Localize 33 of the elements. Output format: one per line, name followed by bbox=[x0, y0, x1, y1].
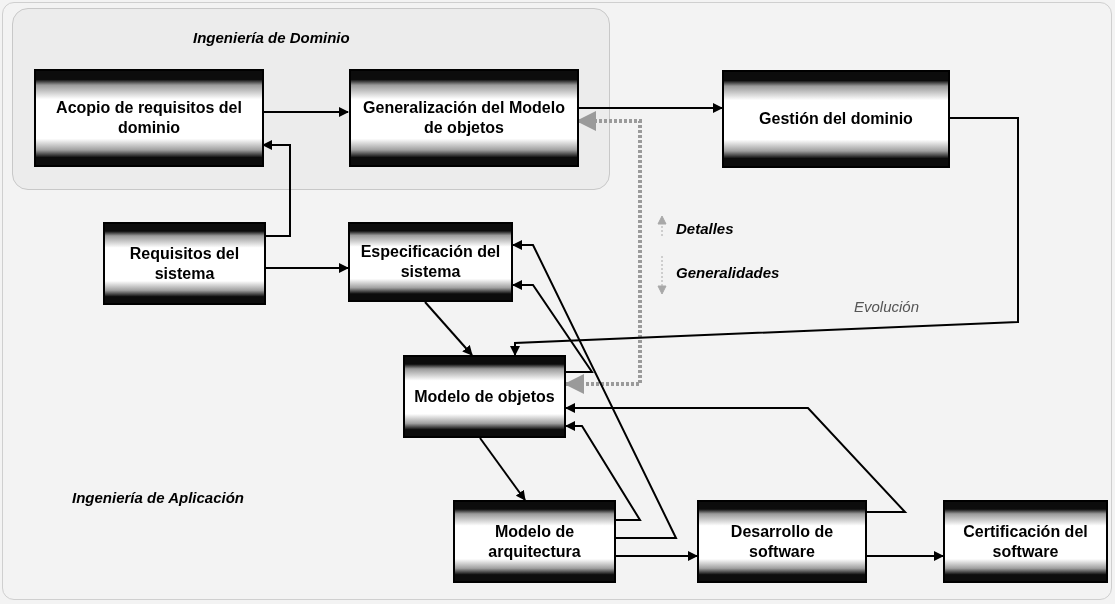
arrow bbox=[866, 551, 944, 561]
box-label: Especificación del sistema bbox=[359, 242, 502, 282]
process-box bbox=[34, 69, 264, 167]
box-label: Modelo de objetos bbox=[414, 386, 555, 407]
box-label: Modelo de arquitectura bbox=[487, 521, 582, 562]
box-label: Generalización del Modelo de objetos bbox=[362, 98, 566, 138]
arrow bbox=[512, 280, 594, 373]
annotation-label: Generalidades bbox=[676, 263, 780, 283]
process-box bbox=[722, 70, 950, 168]
domain-band bbox=[12, 8, 610, 190]
arrow bbox=[479, 437, 526, 501]
process-box bbox=[349, 69, 579, 167]
process-box bbox=[403, 355, 566, 438]
box-label: Certificación del software bbox=[962, 521, 1089, 562]
arrow bbox=[615, 551, 698, 561]
process-box bbox=[453, 500, 616, 583]
annotation-label: Ingeniería de Aplicación bbox=[72, 488, 244, 508]
arrow bbox=[565, 403, 908, 513]
band-heading: Ingeniería de Dominio bbox=[193, 28, 350, 48]
process-box bbox=[943, 500, 1108, 583]
arrow bbox=[265, 263, 349, 273]
process-box bbox=[697, 500, 867, 583]
arrow bbox=[424, 301, 473, 356]
box-label: Requisitos del sistema bbox=[128, 243, 241, 284]
arrow bbox=[565, 421, 642, 521]
box-label: Acopio de requisitos del dominio bbox=[55, 98, 243, 138]
process-box bbox=[348, 222, 513, 302]
box-label: Desarrollo de software bbox=[729, 521, 835, 562]
annotation-label: Detalles bbox=[676, 219, 734, 239]
box-label: Gestión del dominio bbox=[759, 109, 913, 129]
arrow bbox=[512, 240, 678, 539]
process-box bbox=[103, 222, 266, 305]
arrow bbox=[510, 117, 1019, 356]
